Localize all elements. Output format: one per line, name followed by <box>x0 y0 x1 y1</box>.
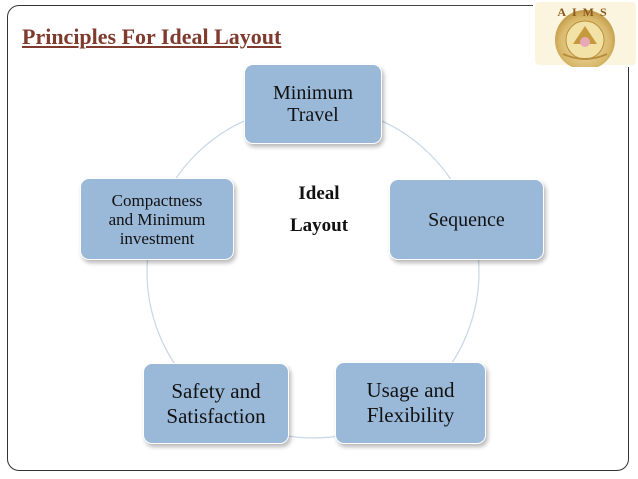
node-sequence: Sequence <box>389 179 544 260</box>
node-safety-satisfaction: Safety and Satisfaction <box>143 363 289 444</box>
node-label-line: investment <box>119 228 195 248</box>
node-usage-flexibility: Usage and Flexibility <box>335 362 486 444</box>
aims-logo: AIMS <box>533 0 638 70</box>
node-label-line: Satisfaction <box>166 403 266 428</box>
center-label: Ideal Layout <box>262 178 376 242</box>
center-label-line: Ideal <box>298 183 340 204</box>
node-label-line: Travel <box>287 104 339 126</box>
aims-logo-graphic: AIMS <box>535 2 636 70</box>
node-compactness-investment: Compactness and Minimum investment <box>80 178 234 260</box>
node-label-line: Flexibility <box>366 403 455 427</box>
slide-title: Principles For Ideal Layout <box>22 24 282 49</box>
top-rule <box>120 5 532 6</box>
logo-letters: AIMS <box>557 5 612 19</box>
node-label-line: Safety and <box>171 378 261 403</box>
node-label-line: Compactness <box>111 190 203 210</box>
center-label-line: Layout <box>289 215 349 236</box>
node-label-line: and Minimum <box>108 209 206 229</box>
node-label-line: Usage and <box>366 378 455 402</box>
node-label-line: Sequence <box>428 208 505 231</box>
node-label-line: Minimum <box>272 82 353 104</box>
node-minimum-travel: Minimum Travel <box>244 64 382 144</box>
